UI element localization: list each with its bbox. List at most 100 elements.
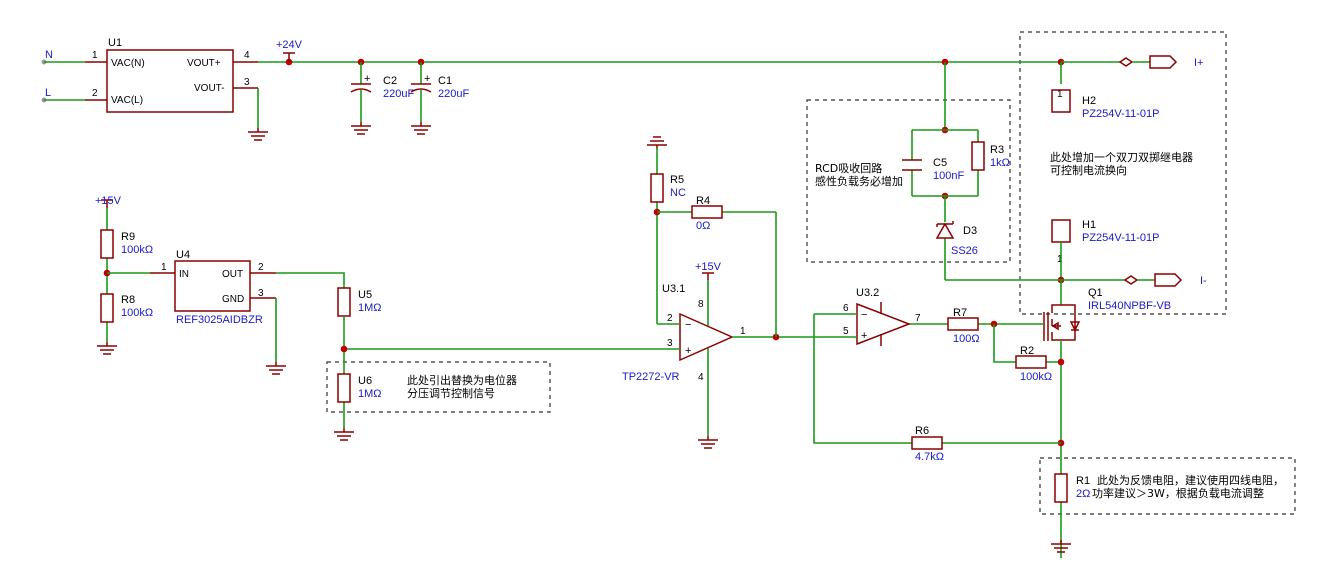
r4-ref: R4 <box>696 195 710 207</box>
u1-pin2-num: 2 <box>92 88 98 99</box>
u1-pin-voutp: VOUT+ <box>187 58 221 69</box>
opamp-u31[interactable]: − + <box>679 312 734 362</box>
resistor-r5[interactable] <box>650 173 664 203</box>
pot-note-line2: 分压调节控制信号 <box>407 386 495 400</box>
i-plus-port[interactable] <box>1149 55 1178 69</box>
opamp-u32[interactable]: − + <box>856 302 912 346</box>
r6-value: 4.7kΩ <box>915 451 944 463</box>
resistor-r1[interactable] <box>1054 473 1068 503</box>
u4-pin-in: IN <box>179 269 189 280</box>
r1-value: 2Ω <box>1076 488 1090 500</box>
capacitor-c5[interactable] <box>902 130 922 196</box>
ground-symbol-u31 <box>698 436 718 449</box>
resistor-r3[interactable] <box>971 130 985 196</box>
u1-ref: U1 <box>108 37 122 49</box>
r9-value: 100kΩ <box>121 244 153 256</box>
u31-pin3: 3 <box>667 338 673 349</box>
resistor-r8[interactable] <box>100 293 114 323</box>
r3-ref: R3 <box>990 144 1004 156</box>
i-minus-label: I- <box>1200 275 1207 287</box>
u31-ref: U3.1 <box>662 283 685 295</box>
r7-ref: R7 <box>953 307 967 319</box>
i-minus-port[interactable] <box>1154 273 1183 287</box>
u31-pin8: 8 <box>698 299 704 310</box>
c2-ref: C2 <box>383 75 397 87</box>
u31-pin1: 1 <box>740 326 746 337</box>
resistor-r4[interactable] <box>691 205 723 219</box>
u6-ref: U6 <box>358 375 372 387</box>
ground-symbol-r8 <box>97 342 117 355</box>
r2-value: 100kΩ <box>1020 371 1052 383</box>
pot-note-box <box>326 361 551 413</box>
rcd-note-line2: 感性负载务必增加 <box>815 174 903 188</box>
u4-pin-out: OUT <box>222 269 243 280</box>
rcd-note-line1: RCD吸收回路 <box>815 161 882 175</box>
u31-value: TP2272-VR <box>622 371 680 383</box>
header-h2[interactable]: 1 <box>1051 89 1071 113</box>
r9-ref: R9 <box>121 231 135 243</box>
n-net-label: N <box>45 49 53 61</box>
svg-text:−: − <box>685 319 691 331</box>
svg-text:−: − <box>861 309 867 321</box>
r8-value: 100kΩ <box>121 307 153 319</box>
relay-note-box <box>1019 31 1227 315</box>
ground-symbol-u6 <box>334 428 354 441</box>
u5-ref: U5 <box>358 289 372 301</box>
r3-value: 1kΩ <box>990 157 1010 169</box>
c5-value: 100nF <box>933 170 964 182</box>
r1-note-line1: 此处为反馈电阻，建议使用四线电阻， <box>1097 473 1284 487</box>
h2-pin-num: 1 <box>1057 89 1063 100</box>
u31-pin2: 2 <box>667 313 673 324</box>
q1-ref: Q1 <box>1088 287 1103 299</box>
h1-pin-num: 1 <box>1057 254 1063 265</box>
u32-pin5: 5 <box>843 326 849 337</box>
u4-pin3-num: 3 <box>258 288 264 299</box>
resistor-r7[interactable] <box>947 317 979 331</box>
u1-pin-vacl: VAC(L) <box>111 95 143 106</box>
ground-symbol-u4 <box>266 362 286 375</box>
r1-note-line2: 功率建议＞3W，根据负载电流调整 <box>1092 486 1264 500</box>
c2-value: 220uF <box>383 88 414 100</box>
power-module-u1[interactable]: U1 VAC(N) VAC(L) VOUT+ VOUT- 1 2 4 3 <box>92 37 250 113</box>
resistor-r6[interactable] <box>911 436 943 450</box>
voltage-reference-u4[interactable]: IN OUT GND <box>174 260 251 312</box>
d3-value: SS26 <box>951 245 978 257</box>
diode-d3[interactable] <box>935 196 955 280</box>
resistor-r9[interactable] <box>100 229 114 259</box>
r1-note-box <box>1039 457 1296 515</box>
u1-pin-voutm: VOUT- <box>194 83 225 94</box>
u1-pin4-num: 4 <box>244 50 250 61</box>
u4-value: REF3025AIDBZR <box>176 314 263 326</box>
r7-value: 100Ω <box>953 333 980 345</box>
capacitor-c1[interactable]: + <box>410 62 432 135</box>
u1-pin3-num: 3 <box>244 77 250 88</box>
ground-symbol-u1 <box>248 128 268 141</box>
u4-pin-gnd: GND <box>222 294 244 305</box>
ground-symbol-r1 <box>1051 540 1071 553</box>
r4-value: 0Ω <box>696 220 710 232</box>
u31-pin4: 4 <box>698 372 704 383</box>
c1-ref: C1 <box>438 75 452 87</box>
svg-text:+: + <box>685 345 691 357</box>
r5-ref: R5 <box>670 174 684 186</box>
resistor-u5[interactable] <box>337 287 351 317</box>
r1-ref: R1 <box>1076 475 1090 487</box>
mosfet-q1[interactable] <box>1043 280 1081 341</box>
u4-pin1-num: 1 <box>161 262 167 273</box>
rcd-note-box <box>806 99 1011 263</box>
capacitor-c2[interactable]: + <box>350 62 372 135</box>
r2-ref: R2 <box>1020 345 1034 357</box>
resistor-r2[interactable] <box>1015 355 1047 369</box>
resistor-u6[interactable] <box>337 373 351 403</box>
ground-symbol-r5 <box>647 136 667 149</box>
u4-pin2-num: 2 <box>258 262 264 273</box>
i-plus-label: I+ <box>1194 57 1203 69</box>
l-net-label: L <box>45 87 51 99</box>
relay-note-line1: 此处增加一个双刀双掷继电器 <box>1050 150 1193 164</box>
svg-text:+: + <box>861 330 867 342</box>
u1-pin-vacn: VAC(N) <box>111 58 145 69</box>
relay-note-line2: 可控制电流换向 <box>1050 163 1127 177</box>
h2-value: PZ254V-11-01P <box>1082 108 1159 120</box>
h1-ref: H1 <box>1082 219 1096 231</box>
